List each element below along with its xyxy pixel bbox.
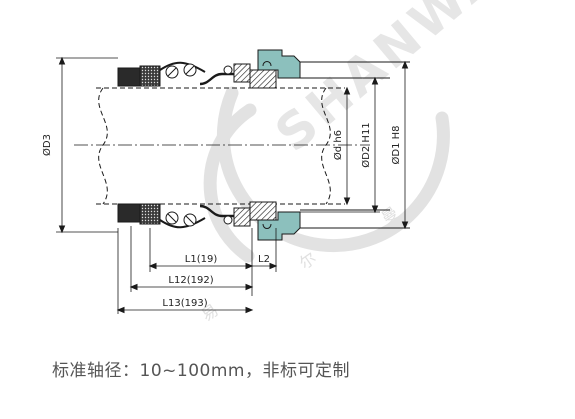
seal-bottom-half xyxy=(117,201,301,241)
stationary-ring-top xyxy=(249,69,277,89)
seat-top xyxy=(257,49,301,79)
face-pin-top xyxy=(223,65,233,75)
rotary-face-bottom xyxy=(233,207,251,227)
label-d2: ØD2 H11 xyxy=(360,122,372,167)
face-pin-bottom xyxy=(223,215,233,225)
spring-coil-bottom-2-slash xyxy=(185,215,195,225)
label-l13: L13(193) xyxy=(162,298,207,309)
shaft-break-left xyxy=(98,87,108,205)
seat-top-groove xyxy=(262,61,272,67)
dim-l1 xyxy=(148,262,254,270)
dim-d1 xyxy=(401,60,409,230)
label-l12: L12(192) xyxy=(168,275,213,286)
dim-d3 xyxy=(56,56,118,234)
seat-bottom xyxy=(257,211,301,241)
label-d1: ØD1 H8 xyxy=(390,126,402,165)
spring-coil-bottom-1-slash xyxy=(167,213,177,223)
dim-d xyxy=(343,86,351,206)
dim-l2 xyxy=(252,262,278,270)
spring-coil-top-1-slash xyxy=(167,67,177,77)
seat-bottom-groove xyxy=(262,223,272,229)
dim-l13 xyxy=(116,306,254,314)
stationary-ring-bottom xyxy=(249,201,277,221)
label-l2: L2 xyxy=(258,254,270,265)
label-d3: ØD3 xyxy=(41,134,53,156)
seal-top-half xyxy=(117,49,301,89)
dim-d2 xyxy=(300,76,380,214)
graphite-top xyxy=(139,65,161,87)
spring-bottom xyxy=(159,217,206,229)
dim-l12 xyxy=(129,283,254,291)
label-d: Ød h6 xyxy=(332,130,344,160)
retainer-top xyxy=(199,72,236,86)
graphite-bottom xyxy=(139,203,161,225)
spring-top xyxy=(159,61,206,73)
spring-coil-top-2-slash xyxy=(185,65,195,75)
caption-text: 标准轴径：10~100mm，非标可定制 xyxy=(52,361,350,381)
label-l1: L1(19) xyxy=(185,254,218,265)
watermark-logo-icon xyxy=(203,86,450,263)
shaft-break-right xyxy=(321,87,331,205)
retainer-bottom xyxy=(199,204,236,218)
rotary-face-top xyxy=(233,63,251,83)
